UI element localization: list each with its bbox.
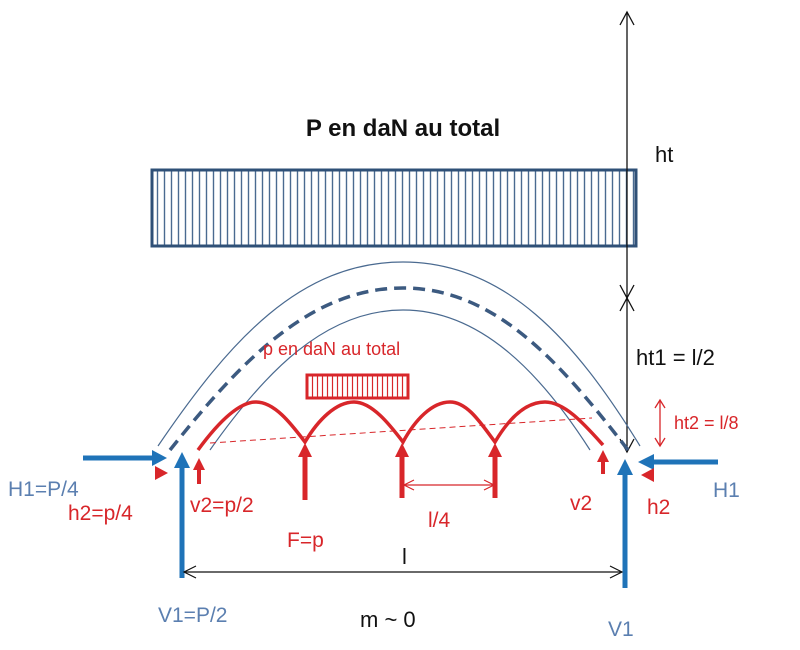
left-v2-label: v2=p/2 <box>190 494 254 517</box>
ht1-label: ht1 = l/2 <box>636 345 715 370</box>
ht2-label: ht2 = l/8 <box>674 413 739 433</box>
right-h2-label: h2 <box>647 496 670 519</box>
left-support-forces <box>83 450 205 578</box>
secondary-load-box <box>305 373 410 400</box>
quarter-span-dimension <box>402 479 496 491</box>
span-label: l <box>402 544 407 569</box>
right-v2-label: v2 <box>570 492 592 515</box>
right-H1-label: H1 <box>713 479 740 502</box>
arch-outer <box>157 261 641 447</box>
secondary-chord-line <box>209 417 593 444</box>
quarter-span-label: l/4 <box>428 509 451 532</box>
ht2-dimension <box>654 398 666 448</box>
interior-force-label: F=p <box>287 529 324 552</box>
moment-label: m ~ 0 <box>360 607 416 632</box>
arch-inner <box>209 309 591 451</box>
interior-forces <box>298 443 502 500</box>
left-V1-label: V1=P/2 <box>158 604 227 627</box>
right-V1-label: V1 <box>608 618 634 641</box>
arch-centerline <box>168 286 630 452</box>
span-dimension <box>182 565 624 579</box>
main-load-box <box>150 168 638 248</box>
right-support-forces <box>597 450 718 588</box>
main-load-title: P en daN au total <box>306 115 500 142</box>
sub-arches <box>196 400 605 452</box>
left-h2-label: h2=p/4 <box>68 502 133 525</box>
secondary-load-label: p en daN au total <box>263 339 400 359</box>
left-H1-label: H1=P/4 <box>8 478 79 501</box>
ht-label: ht <box>655 142 673 167</box>
